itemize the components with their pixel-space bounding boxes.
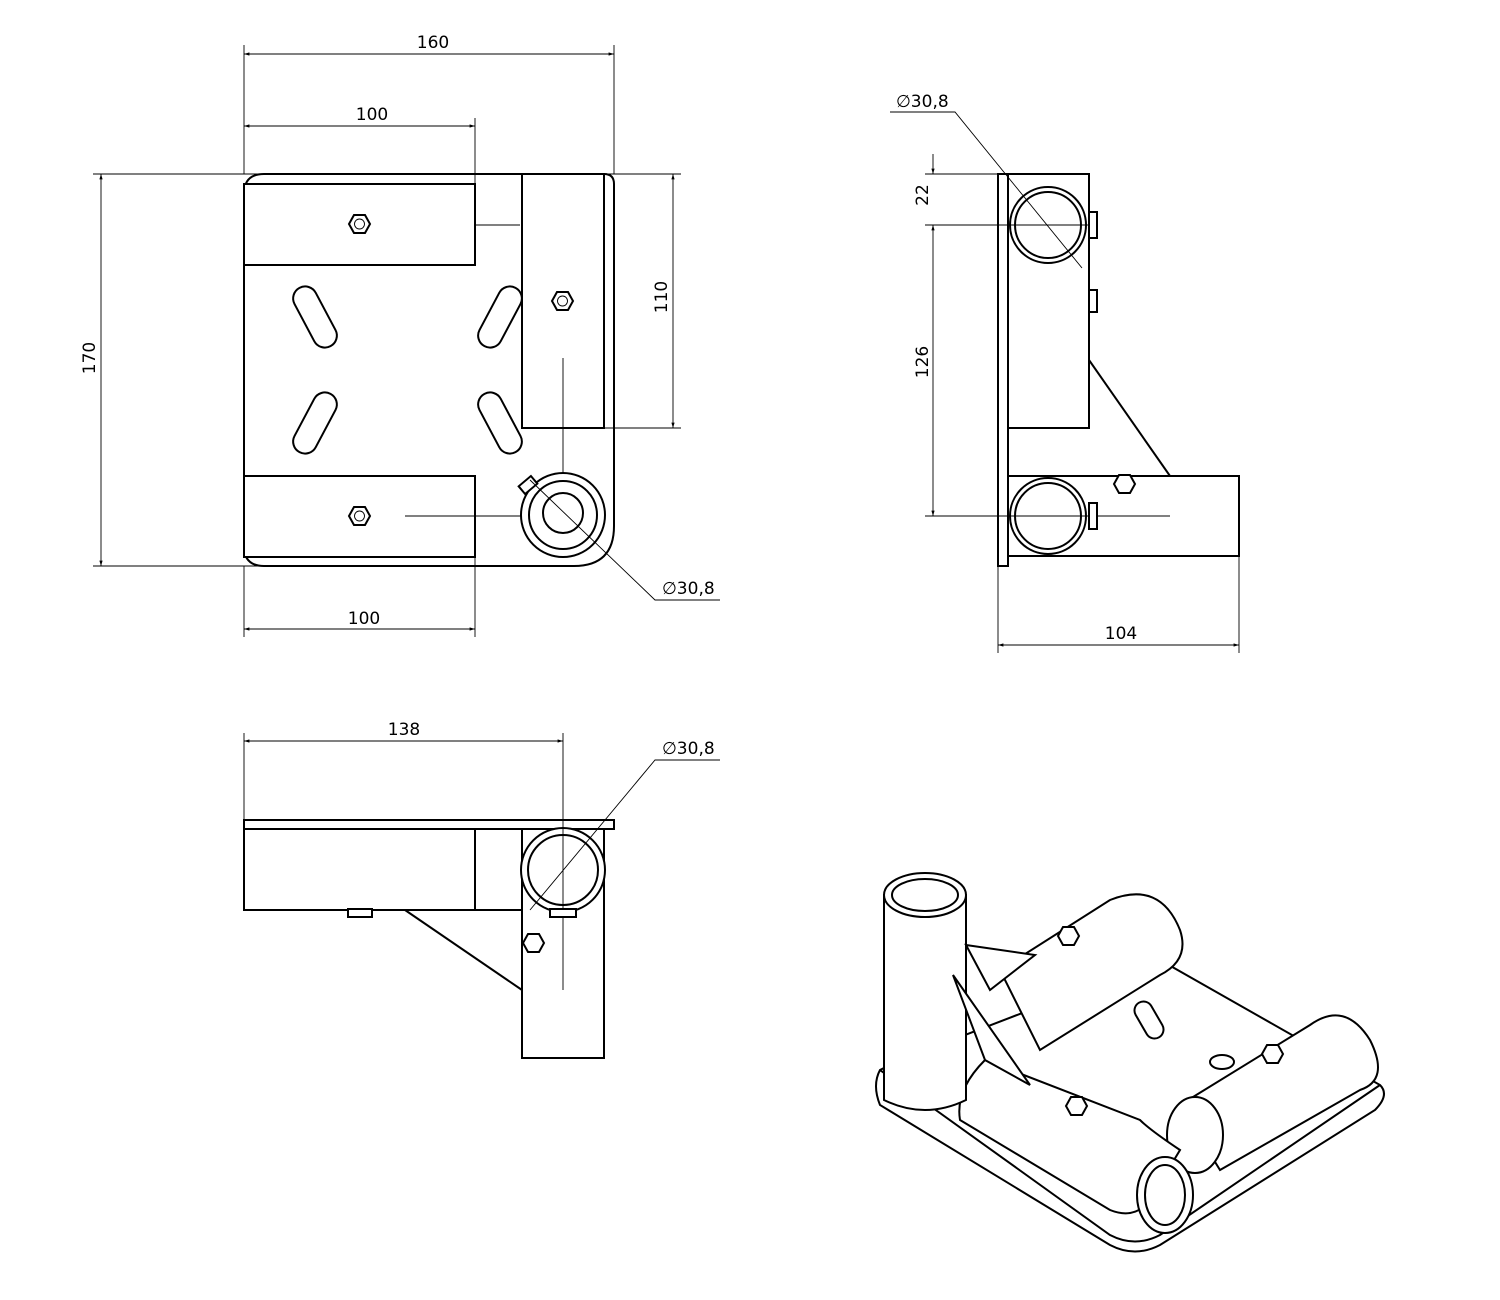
dim-overall-height: 170 [80,342,100,374]
nut-icon [521,933,546,953]
isometric-view [875,872,1385,1253]
nut-icon [1056,926,1081,946]
dim-tube-diameter: ∅30,8 [662,739,715,759]
nut-icon [1260,1044,1285,1064]
dim-bottom-tube: 100 [348,609,380,629]
front-view: 160 100 170 110 100 ∅30,8 [80,33,720,637]
dim-tube-spacing: 126 [913,346,933,378]
nut-icon [1064,1096,1089,1116]
dim-vertical-tube: 110 [652,281,672,313]
nut-icon [1112,474,1137,494]
dim-tube-diameter: ∅30,8 [896,92,949,112]
top-view: 138 ∅30,8 [243,720,720,1059]
nut-icon [347,214,575,526]
dim-overall-width: 160 [417,33,449,53]
slot [292,285,523,455]
dim-top-offset: 22 [913,184,933,206]
side-view: 22 126 104 ∅30,8 [890,92,1240,653]
dim-top-tube: 100 [356,105,388,125]
dim-length: 138 [388,720,420,740]
dim-depth: 104 [1105,624,1137,644]
dim-tube-diameter: ∅30,8 [662,579,715,599]
